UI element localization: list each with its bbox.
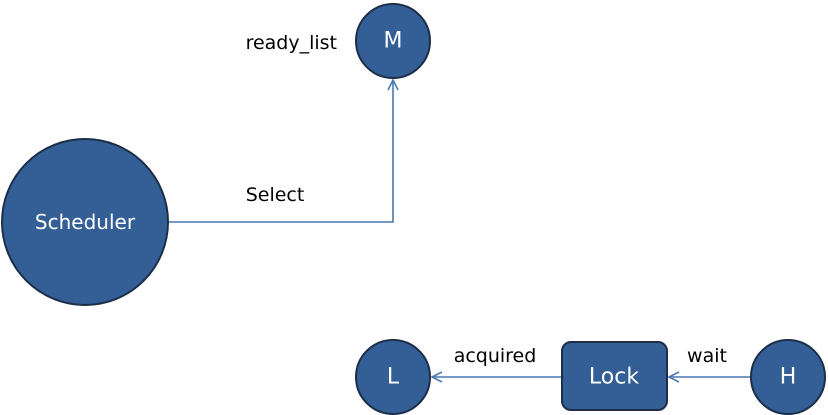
- acquired-label: acquired: [454, 345, 537, 367]
- m-circle: [355, 3, 431, 79]
- lock-box: [561, 341, 668, 411]
- lock-label: Lock: [589, 365, 639, 390]
- m-node: M: [355, 3, 431, 79]
- select-edge: [168, 80, 393, 223]
- lock-node: Lock: [561, 341, 668, 411]
- ready-list-label: ready_list: [246, 32, 337, 54]
- h-node: H: [750, 339, 826, 415]
- wait-label: wait: [687, 345, 727, 367]
- l-node: L: [355, 339, 431, 415]
- scheduler-node: Scheduler: [1, 138, 169, 306]
- h-label: H: [780, 365, 797, 390]
- m-label: M: [384, 29, 403, 54]
- l-label: L: [387, 365, 400, 390]
- l-circle: [355, 339, 431, 415]
- scheduler-circle: [1, 138, 169, 306]
- h-circle: [750, 339, 826, 415]
- scheduler-label: Scheduler: [35, 210, 136, 234]
- select-label: Select: [246, 184, 305, 206]
